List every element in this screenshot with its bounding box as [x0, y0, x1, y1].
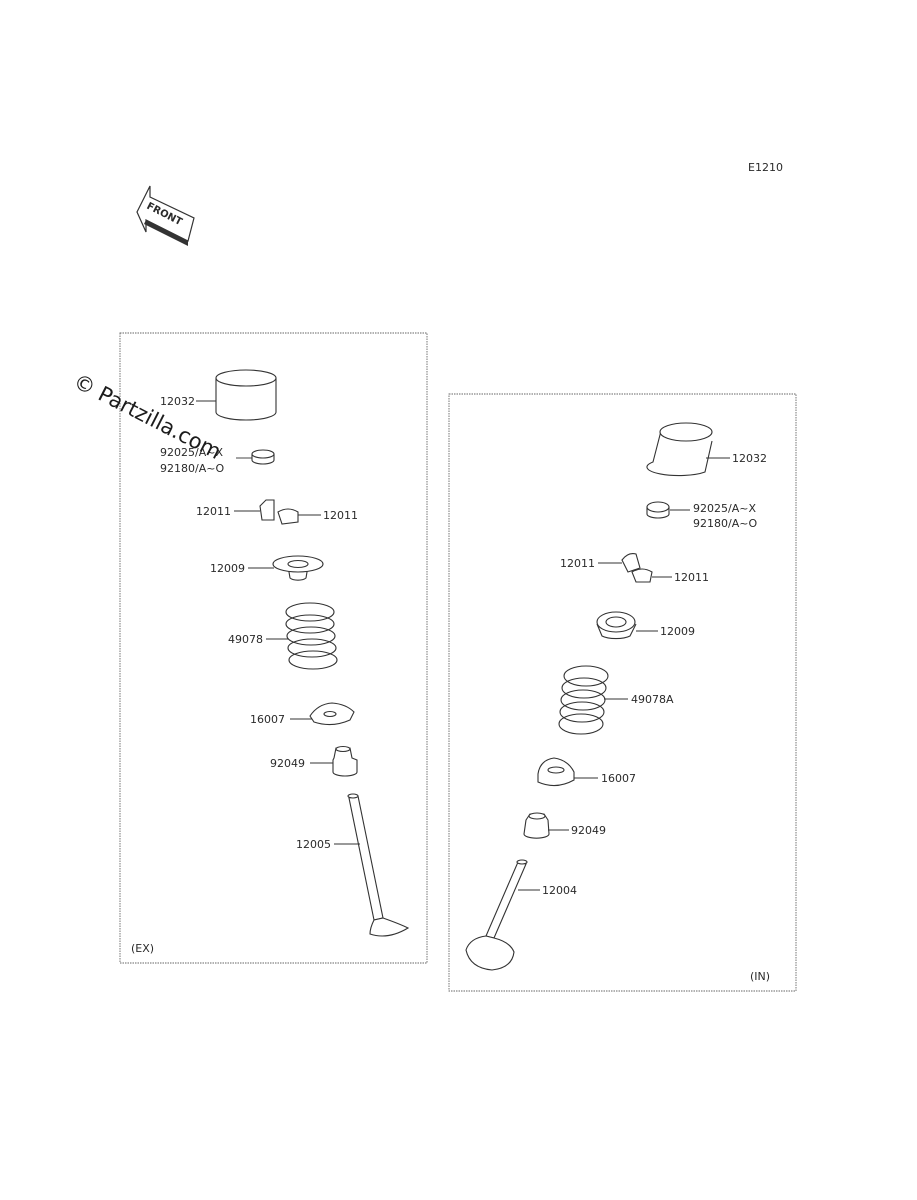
in-spring [558, 665, 609, 735]
ex-spring-label: 49078 [228, 633, 263, 646]
in-retainer [596, 611, 637, 640]
watermark: © Partzilla.com [70, 369, 225, 464]
ex-stem-seal-label: 92049 [270, 757, 305, 770]
in-retainer-label: 12009 [660, 625, 695, 638]
ex-panel-tag: (EX) [131, 942, 154, 955]
in-stem-seal-label: 92049 [571, 824, 606, 837]
ex-shim-label-2: 92180/A~O [160, 462, 224, 475]
intake-panel-frame [448, 393, 797, 992]
ex-shim [251, 449, 275, 465]
ex-cotter-left-label: 12011 [196, 505, 231, 518]
in-valve-label: 12004 [542, 884, 577, 897]
in-spring-seat [537, 757, 575, 787]
ex-spring-seat [309, 702, 355, 726]
in-shim [646, 501, 670, 519]
ex-shim-label-1: 92025/A~X [160, 446, 223, 459]
ex-valve [347, 793, 410, 937]
ex-retainer [272, 555, 324, 581]
in-panel-tag: (IN) [750, 970, 770, 983]
in-cotter-right-label: 12011 [674, 571, 709, 584]
in-tappet-label: 12032 [732, 452, 767, 465]
in-stem-seal [523, 812, 550, 839]
ex-spring-seat-label: 16007 [250, 713, 285, 726]
ex-cotter-left [259, 499, 275, 521]
ex-valve-label: 12005 [296, 838, 331, 851]
ex-stem-seal [332, 745, 358, 777]
in-spring-label: 49078A [631, 693, 674, 706]
ex-cotter-right-label: 12011 [323, 509, 358, 522]
diagram-id: E1210 [748, 161, 783, 174]
ex-tappet [215, 369, 277, 421]
in-shim-label-2: 92180/A~O [693, 517, 757, 530]
in-cotter-right [631, 568, 653, 583]
exhaust-panel-frame [119, 332, 428, 964]
in-tappet [646, 422, 713, 477]
in-spring-seat-label: 16007 [601, 772, 636, 785]
in-cotter-left [621, 553, 641, 573]
front-arrow-icon: FRONT [136, 185, 195, 246]
ex-spring [285, 602, 338, 670]
ex-retainer-label: 12009 [210, 562, 245, 575]
ex-tappet-label: 12032 [160, 395, 195, 408]
ex-cotter-right [277, 508, 299, 525]
in-cotter-left-label: 12011 [560, 557, 595, 570]
in-shim-label-1: 92025/A~X [693, 502, 756, 515]
in-valve [465, 859, 528, 971]
